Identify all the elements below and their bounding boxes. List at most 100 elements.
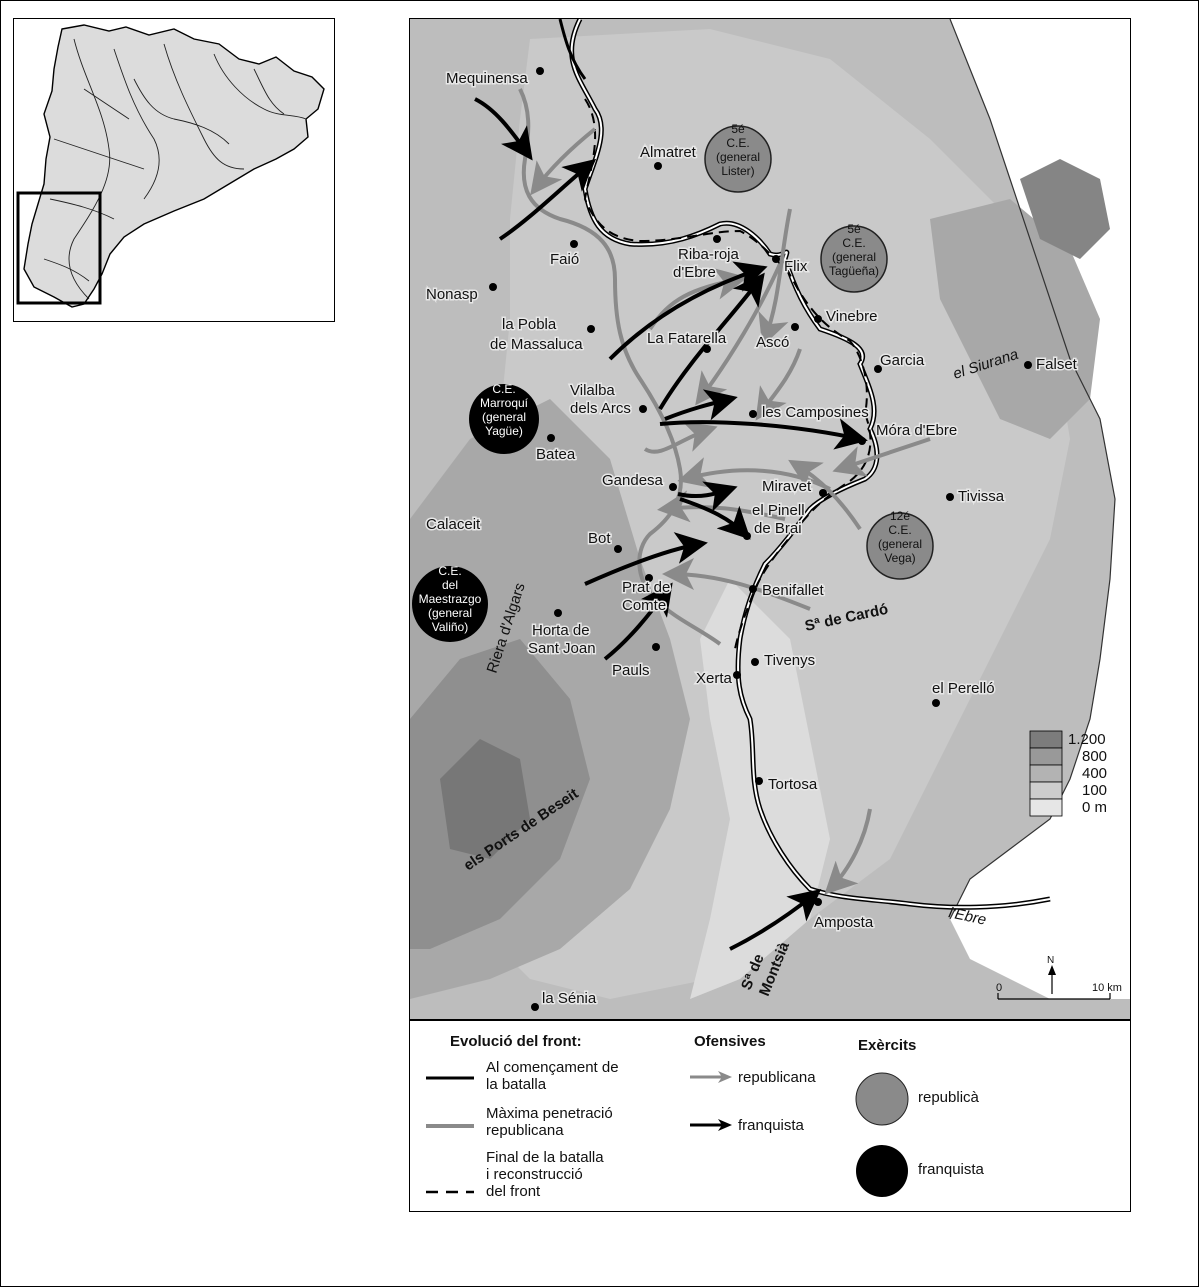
front-final-dashed [583, 98, 872, 650]
front-max-republican [518, 88, 722, 646]
elevation-800-east [1020, 159, 1110, 259]
elevation-level: 800 [1082, 748, 1107, 765]
legend-front-end-1: Final de la batalla [486, 1149, 604, 1166]
town-label: Gandesa [602, 472, 664, 489]
army-label: (general [832, 250, 876, 264]
legend-front-title: Evolució del front: [450, 1033, 582, 1050]
town-label: la Pobla [502, 316, 557, 333]
army-label: Lister) [721, 164, 754, 178]
legend-swatch-army-fran [856, 1145, 908, 1197]
army-label: (general [716, 150, 760, 164]
army-label: C.E. [438, 564, 461, 578]
legend-front-max-2: republicana [486, 1122, 564, 1139]
army-label: 5é [847, 222, 861, 236]
army-5ce-lister [704, 125, 772, 193]
legend-swatch-off-fran [690, 1119, 732, 1131]
inset-rivers [43, 38, 307, 300]
legend-army-rep: republicà [918, 1089, 979, 1106]
legend-off-fran: franquista [738, 1117, 804, 1134]
town-label: Nonasp [426, 286, 478, 303]
ebro-battle-map: C.E. (general Lister) 5é 5é C.E. (genera… [409, 18, 1131, 1020]
army-label: del [442, 578, 458, 592]
town-label: Sant Joan [528, 640, 596, 657]
legend-offensives-title: Ofensives [694, 1033, 766, 1050]
army-label: C.E. [726, 136, 749, 150]
town-label: d'Ebre [673, 264, 716, 281]
army-label: (general [878, 537, 922, 551]
legend-front-end-2: i reconstrucció [486, 1166, 583, 1183]
town-label: Faió [550, 251, 579, 268]
town-label: Tortosa [768, 776, 818, 793]
legend-off-rep: republicana [738, 1069, 816, 1086]
town-label: la Sénia [542, 990, 597, 1007]
town-label: Batea [536, 446, 576, 463]
scale-bar: 0 10 km N [996, 955, 1122, 1000]
town-label: Flix [784, 258, 808, 275]
army-label: Marroquí [480, 396, 529, 410]
elevation-level: 100 [1082, 782, 1107, 799]
legend-swatch-off-rep [690, 1071, 732, 1083]
elevation-1200 [440, 739, 530, 859]
town-label: Almatret [640, 144, 697, 161]
legend-armies-title: Exèrcits [858, 1037, 917, 1054]
elevation-level: 400 [1082, 765, 1107, 782]
town-label: Bot [588, 530, 611, 547]
army-label: C.E. [842, 236, 865, 250]
map-legend: Evolució del front: Al començament de la… [409, 1019, 1131, 1212]
army-label: Vega) [884, 551, 915, 565]
legend-front-max-1: Màxima penetració [486, 1105, 613, 1122]
town-label: de Brai [754, 520, 802, 537]
francoist-offensives [474, 97, 868, 951]
legend-swatch-front-final [426, 1190, 474, 1194]
elevation-legend: 1.200 800 400 100 0 m [1029, 730, 1107, 817]
town-label: Amposta [814, 914, 874, 931]
army-ce-maestrazgo [412, 566, 488, 642]
town-label: Miravet [762, 478, 812, 495]
army-label: Valiño) [432, 620, 468, 634]
sea [950, 19, 1130, 999]
town-label: Horta de [532, 622, 590, 639]
inset-locator-box [16, 191, 102, 305]
town-label: Ascó [756, 334, 789, 351]
legend-front-start-1: Al començament de [486, 1059, 619, 1076]
army-label: (general [428, 606, 472, 620]
map-svg: C.E. (general Lister) 5é 5é C.E. (genera… [410, 19, 1130, 1011]
legend-swatch-front-start [426, 1076, 474, 1080]
republican-offensives [530, 127, 931, 895]
town-label: Vinebre [826, 308, 877, 325]
town-label: Garcia [880, 352, 925, 369]
town-label: Vilalba [570, 382, 615, 399]
town-label: dels Arcs [570, 400, 631, 417]
ebre-river-inner [570, 19, 1051, 909]
legend-front-start-2: la batalla [486, 1076, 547, 1093]
inset-catalonia-svg [16, 24, 325, 308]
town-label: Riba-roja [678, 246, 740, 263]
coastline [949, 19, 1116, 920]
town-dots [489, 67, 1032, 1011]
town-label: Xerta [696, 670, 733, 687]
army-ce-marroqui [469, 384, 539, 454]
town-label: Comte [622, 597, 666, 614]
front-start [558, 19, 587, 80]
army-label: C.E. [492, 382, 515, 396]
elevation-level: 1.200 [1068, 731, 1106, 748]
army-label: Tagüeña) [829, 264, 879, 278]
town-label: Tivissa [958, 488, 1005, 505]
town-label: Tivenys [764, 652, 815, 669]
town-label: el Pinell [752, 502, 805, 519]
town-label: de Massaluca [490, 336, 583, 353]
town-label: Falset [1036, 356, 1078, 373]
army-label: 5é [731, 122, 745, 136]
town-label: Calaceit [426, 516, 481, 533]
legend-swatch-army-rep [855, 1072, 909, 1126]
legend-army-fran: franquista [918, 1161, 984, 1178]
town-label: Mequinensa [446, 70, 528, 87]
legend-front-end-3: del front [486, 1183, 541, 1200]
town-label: La Fatarella [647, 330, 727, 347]
army-label: (general [482, 410, 526, 424]
inset-map [13, 18, 335, 322]
town-label: Prat de [622, 579, 670, 596]
scale-end: 10 km [1092, 982, 1122, 994]
army-label: Yagüe) [485, 424, 523, 438]
army-label: C.E. [888, 523, 911, 537]
